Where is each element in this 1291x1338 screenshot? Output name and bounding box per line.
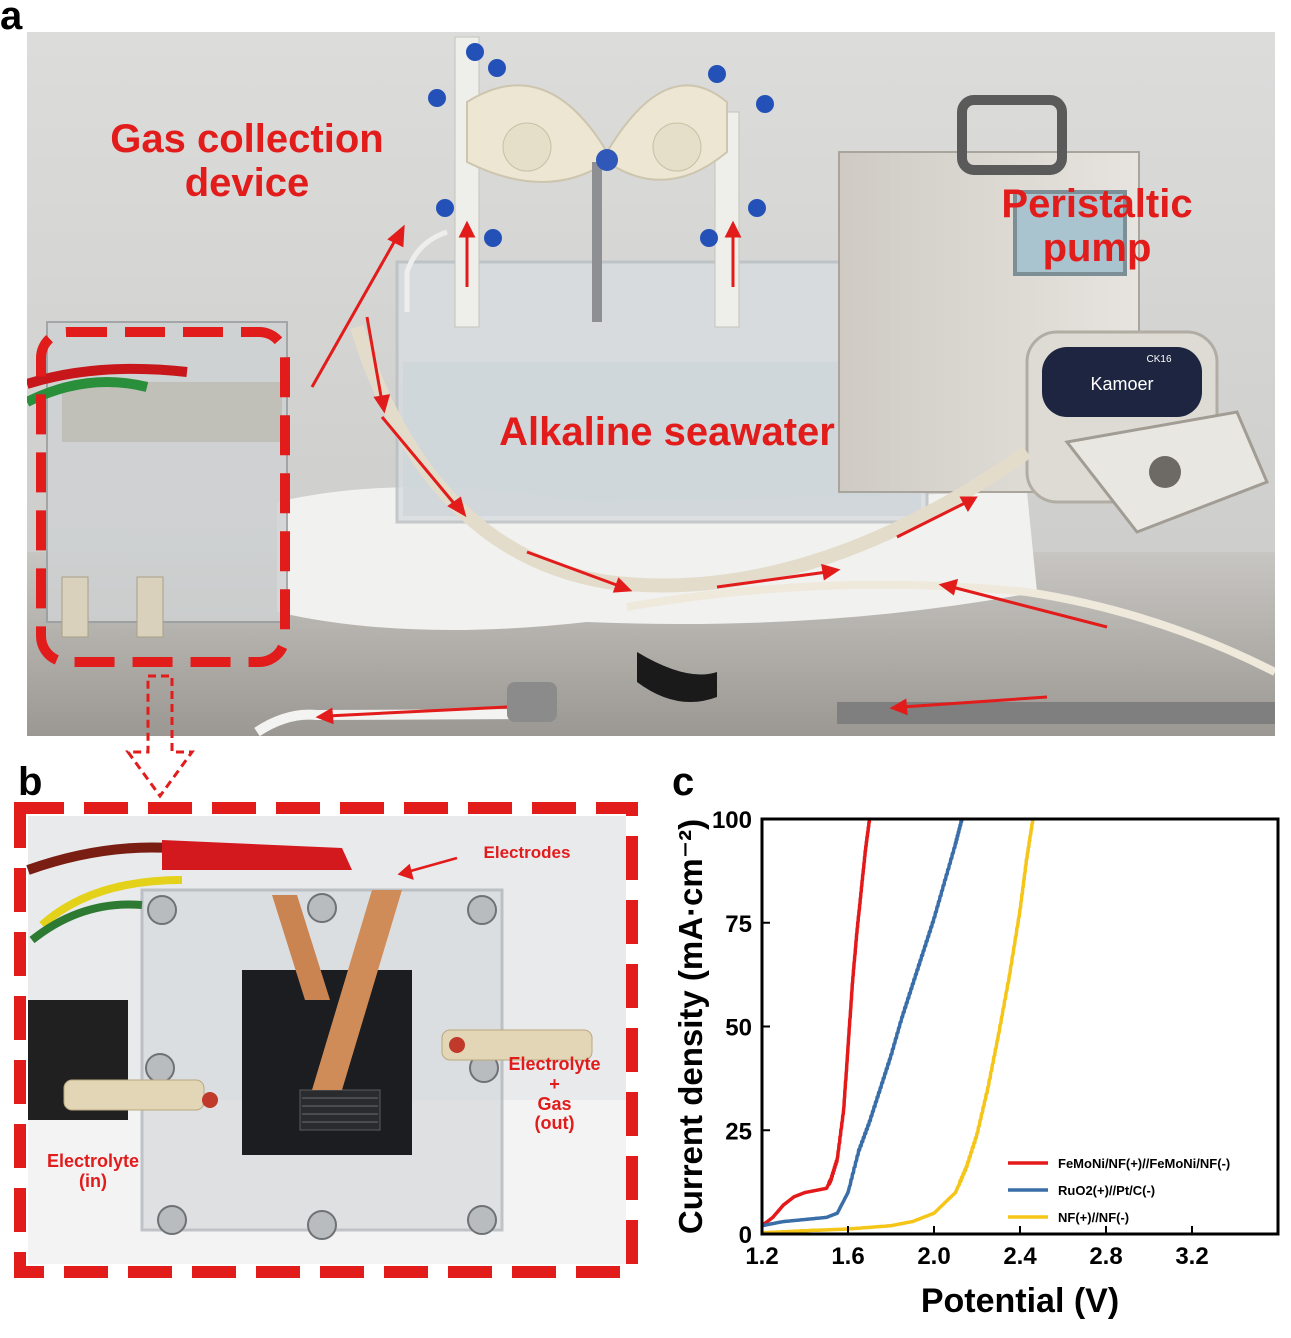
y-axis-label: Current density (mA·cm⁻²)	[672, 819, 709, 1234]
zoom-arrow-icon	[125, 674, 195, 799]
x-tick-label: 3.2	[1175, 1243, 1208, 1270]
series-line-2	[761, 818, 1035, 1235]
label-gas-collection: Gas collection device	[110, 117, 384, 205]
pump-brand: Kamoer	[1090, 374, 1153, 394]
x-tick-label: 2.4	[1003, 1243, 1037, 1270]
legend-label-1: RuO2(+)//Pt/C(-)	[1058, 1183, 1155, 1198]
y-tick-label: 0	[739, 1222, 752, 1249]
legend-label-2: NF(+)//NF(-)	[1058, 1210, 1129, 1225]
series-line-0	[760, 818, 872, 1228]
setup-photo-illustration: Kamoer CK16	[27, 32, 1275, 736]
label-electrolyte-out: Electrolyte + Gas (out)	[508, 1054, 601, 1134]
series-group	[760, 818, 1035, 1235]
polarization-chart: 1.2 1.6 2.0 2.4 2.8 3.2 0 25 50 75 100 FeMoNi/NF(+…	[660, 772, 1291, 1333]
label-electrolyte-in: Electrolyte (in)	[46, 1151, 140, 1191]
cell-photo-illustration	[14, 802, 638, 1278]
polarization-chart-svg: 1.2 1.6 2.0 2.4 2.8 3.2 0 25 50 75 100 FeMoNi/NF(+…	[672, 807, 1280, 1320]
x-tick-label: 1.6	[831, 1243, 864, 1270]
panel-letter-b: b	[18, 760, 43, 804]
setup-photo: Kamoer CK16	[27, 32, 1275, 736]
y-tick-label: 100	[712, 807, 752, 834]
x-tick-label: 2.8	[1089, 1243, 1122, 1270]
label-peristaltic-pump: Peristaltic pump	[1001, 182, 1193, 270]
legend: FeMoNi/NF(+)//FeMoNi/NF(-) RuO2(+)//Pt/C(…	[1008, 1156, 1230, 1225]
series-line-1	[761, 818, 964, 1228]
cell-highlight-box	[36, 327, 290, 667]
x-axis-label: Potential (V)	[921, 1282, 1119, 1320]
pump-model: CK16	[1146, 354, 1171, 365]
label-alkaline-seawater: Alkaline seawater	[499, 410, 835, 454]
x-tick-label: 1.2	[745, 1243, 778, 1270]
y-tick-label: 75	[725, 911, 752, 938]
y-tick-label: 50	[725, 1015, 752, 1042]
panel-letter-a: a	[0, 0, 23, 38]
cell-photo: Electrodes Electrolyte + Gas (out) Elect…	[12, 800, 640, 1280]
legend-label-0: FeMoNi/NF(+)//FeMoNi/NF(-)	[1058, 1156, 1230, 1171]
tick-group: 1.2 1.6 2.0 2.4 2.8 3.2 0 25 50 75 100	[712, 807, 1209, 1270]
label-electrodes: Electrodes	[483, 843, 571, 862]
y-tick-label: 25	[725, 1118, 752, 1145]
plot-frame	[760, 817, 1280, 1236]
x-tick-label: 2.0	[917, 1243, 950, 1270]
panel-letter-c: c	[672, 760, 695, 804]
